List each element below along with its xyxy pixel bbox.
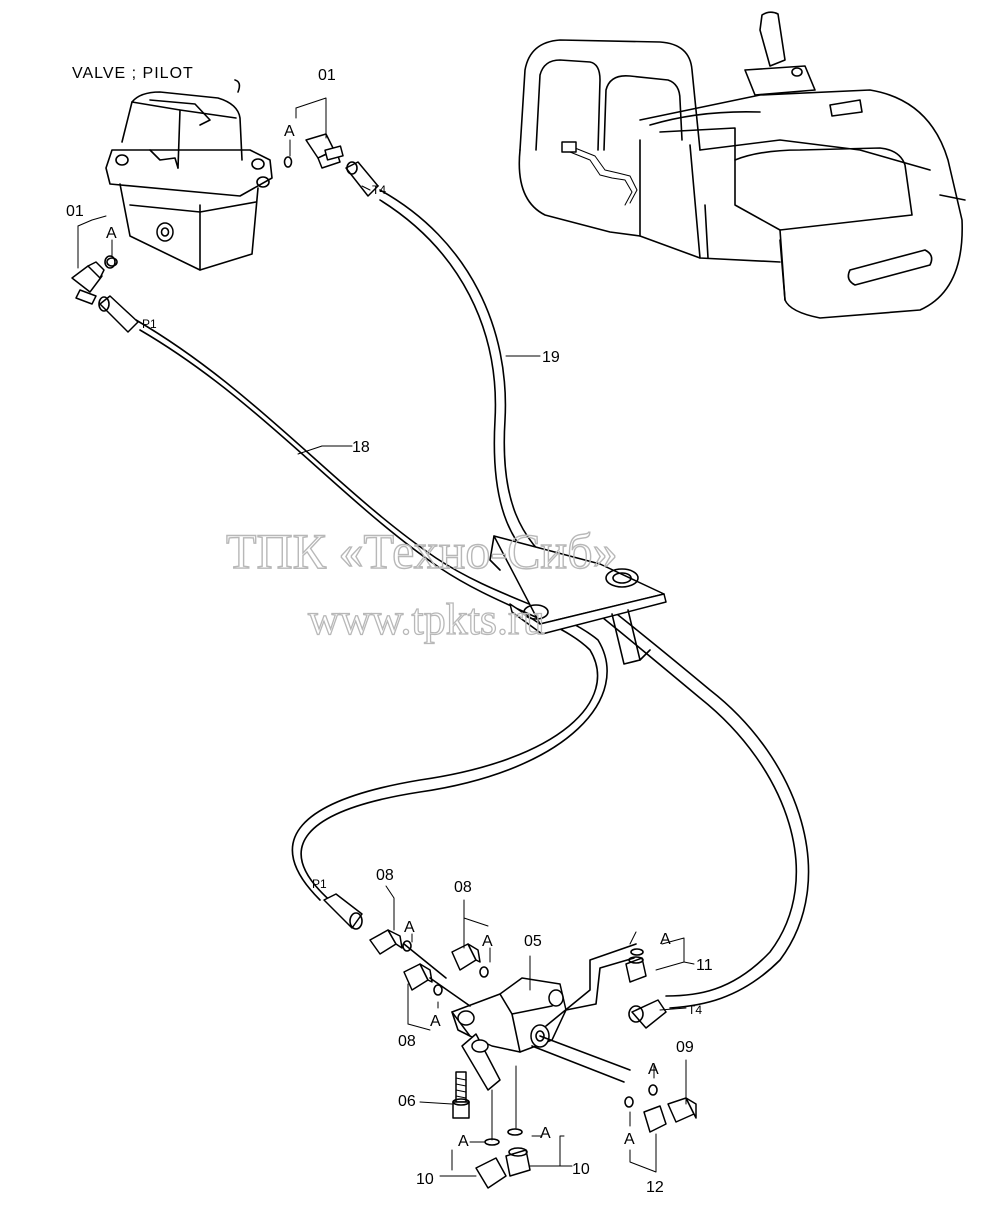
label-oring-a: A [648,1061,659,1078]
label-part-06: 06 [398,1093,416,1110]
hose-18[interactable] [135,319,608,905]
hose-end-t4-bottom[interactable] [628,999,667,1029]
label-part-10-left: 10 [416,1171,434,1188]
label-part-05: 05 [524,933,542,950]
label-oring-a: A [458,1133,469,1150]
label-oring-a: A [660,931,671,948]
fittings-08[interactable] [369,929,481,1007]
label-part-12: 12 [646,1179,664,1196]
label-oring-a: A [106,225,117,242]
excavator-illustration [518,11,966,319]
label-part-01-left: 01 [66,203,84,220]
hose-clamp[interactable] [489,535,667,665]
o-rings [104,255,658,1146]
label-part-18: 18 [352,439,370,456]
label-part-09: 09 [676,1039,694,1056]
leader-lines [77,97,695,1177]
shutoff-valve-05[interactable] [451,943,637,1091]
pilot-valve[interactable] [105,79,273,271]
bolt-06[interactable] [452,1071,470,1119]
hose-end-t4-top[interactable] [345,161,379,197]
diagram-title: VALVE ; PILOT [72,65,194,82]
hose-end-p1-bottom[interactable] [323,893,363,930]
hose-19[interactable] [379,189,810,1009]
label-port-p1-top: P1 [142,317,157,331]
label-oring-a: A [430,1013,441,1030]
label-oring-a: A [482,933,493,950]
label-part-08-c: 08 [398,1033,416,1050]
fitting-09[interactable] [667,1097,697,1123]
label-port-t4-bottom: T4 [688,1003,702,1017]
fitting-01-top[interactable] [283,133,344,169]
label-port-t4-top: T4 [372,183,386,197]
label-part-01-top: 01 [318,67,336,84]
label-oring-a: A [404,919,415,936]
label-oring-a: A [540,1125,551,1142]
label-port-p1-bottom: P1 [312,877,327,891]
label-oring-a: A [284,123,295,140]
label-part-19: 19 [542,349,560,366]
fitting-12[interactable] [643,1105,667,1133]
label-part-10-right: 10 [572,1161,590,1178]
label-oring-a: A [624,1131,635,1148]
fittings-10[interactable] [475,1147,531,1189]
fitting-01-left[interactable] [71,257,118,305]
hose-end-p1-top[interactable] [98,295,139,333]
label-part-11: 11 [696,957,713,974]
fitting-11[interactable] [625,956,647,983]
label-part-08-a: 08 [376,867,394,884]
label-part-08-b: 08 [454,879,472,896]
watermark-line-1: ТПК «Техно-Сиб» [226,523,618,579]
watermark-line-2: www.tpkts.ru [308,595,545,644]
